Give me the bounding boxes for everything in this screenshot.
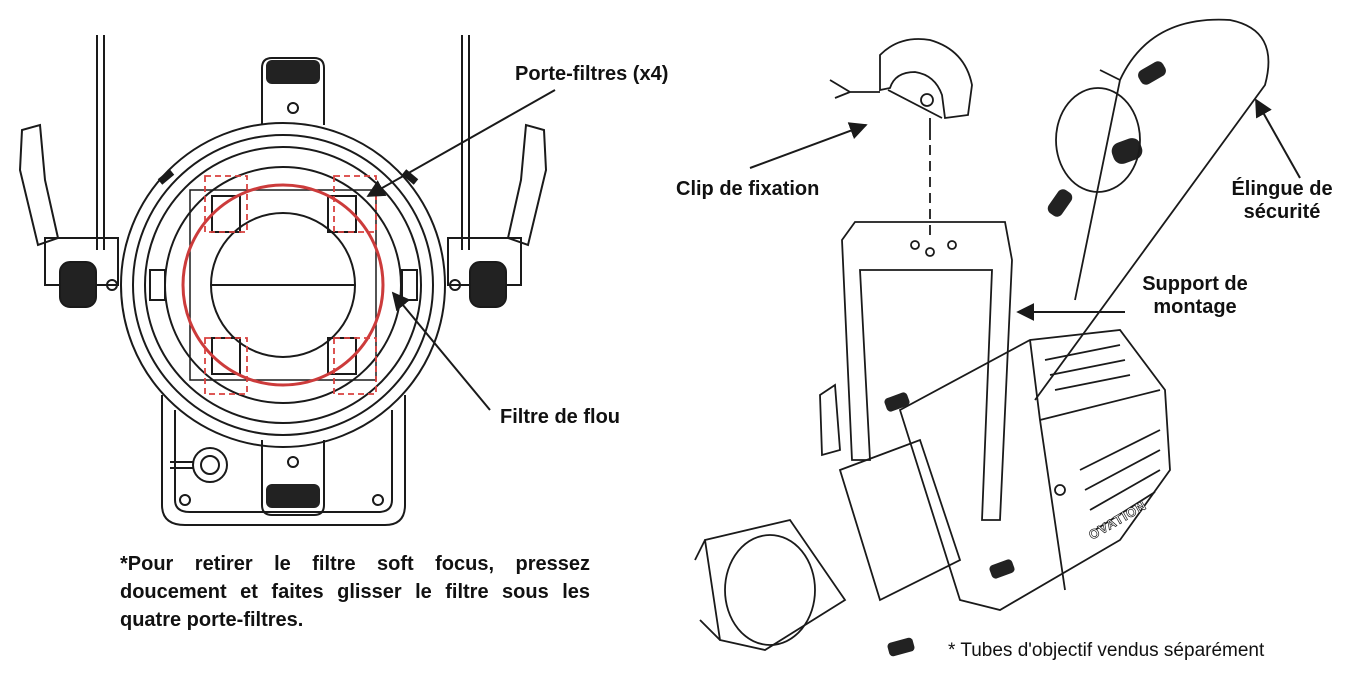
label-mounting-clip: Clip de fixation xyxy=(676,178,820,200)
bottom-handle xyxy=(261,440,325,516)
brand-mark: OVATION xyxy=(1086,497,1149,542)
cable-sleeve-3 xyxy=(1047,189,1073,217)
body-screw-left xyxy=(179,494,191,506)
cable-sleeve-1 xyxy=(1138,61,1166,85)
fixture-body xyxy=(898,329,1171,611)
label-mounting-yoke-line1: Support de xyxy=(1142,273,1248,295)
top-handle xyxy=(261,57,325,125)
holder-box-bottom-left xyxy=(204,337,248,395)
cable-sleeve-2 xyxy=(1111,138,1143,164)
right-knob xyxy=(469,261,507,308)
label-diffusion-filter: Filtre de flou xyxy=(500,406,620,428)
outer-ring-1 xyxy=(120,122,446,448)
safety-cable xyxy=(1034,18,1270,401)
holder-box-top-right xyxy=(333,175,377,233)
left-callout-arrows xyxy=(366,89,556,411)
front-view-fixture xyxy=(18,35,548,526)
lower-body xyxy=(161,395,406,526)
cable-carabiner xyxy=(1055,87,1141,193)
left-knob xyxy=(59,261,97,308)
right-callout-arrows xyxy=(749,98,1301,321)
label-filter-holders: Porte-filtres (x4) xyxy=(515,63,669,85)
arrow-filter-holders xyxy=(366,89,556,197)
mounting-clip xyxy=(829,38,973,140)
label-safety-cable: Élingue de sécurité xyxy=(1212,178,1352,224)
outer-ring-3 xyxy=(144,146,422,424)
removal-instruction-note: *Pour retirer le filtre soft focus, pres… xyxy=(120,553,590,631)
holder-box-top-left xyxy=(204,175,248,233)
body-screw-right xyxy=(372,494,384,506)
label-mounting-yoke-line2: montage xyxy=(1153,296,1237,318)
lens-tube xyxy=(838,438,962,602)
filter-holder-highlights xyxy=(204,175,377,395)
arrow-safety-cable xyxy=(1255,98,1301,179)
mounting-yoke xyxy=(841,221,1013,521)
right-lever xyxy=(506,123,548,247)
label-mounting-yoke: Support de montage xyxy=(1120,273,1270,319)
side-view-fixture xyxy=(694,18,1270,657)
label-safety-cable-line2: sécurité xyxy=(1243,201,1321,223)
left-lever xyxy=(18,123,60,247)
power-connector-outer xyxy=(192,447,228,483)
lens-tube-footnote: * Tubes d'objectif vendus séparément xyxy=(948,640,1265,661)
arrow-mounting-clip xyxy=(749,122,868,169)
holder-box-bottom-right xyxy=(333,337,377,395)
power-connector-inner xyxy=(200,455,220,475)
outer-ring-2 xyxy=(132,134,434,436)
diffusion-filter-ring xyxy=(181,183,385,387)
arrow-diffusion-filter xyxy=(391,291,491,411)
label-safety-cable-line1: Élingue de xyxy=(1231,178,1333,200)
